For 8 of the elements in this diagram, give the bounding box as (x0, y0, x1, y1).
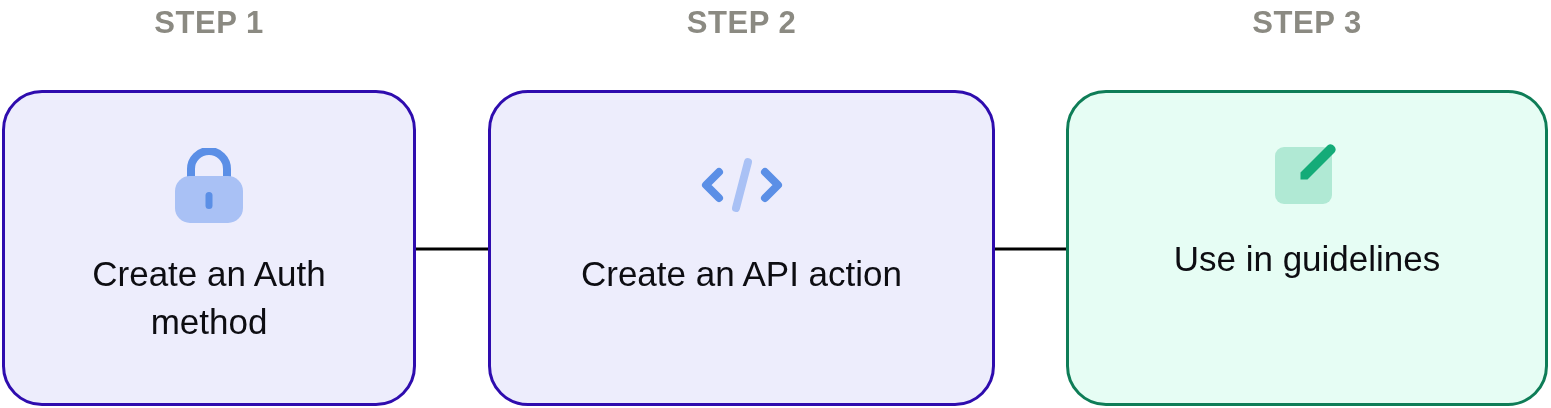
step-heading: STEP 2 (686, 5, 797, 41)
step-heading: STEP 1 (154, 5, 264, 41)
step-title: Create an Auth method (91, 253, 327, 343)
step-heading: STEP 3 (1252, 5, 1362, 41)
step-title: Use in guidelines (1173, 238, 1441, 280)
connector-line (416, 247, 488, 251)
step-title: Create an API action (581, 253, 902, 295)
connector-line (995, 247, 1066, 251)
